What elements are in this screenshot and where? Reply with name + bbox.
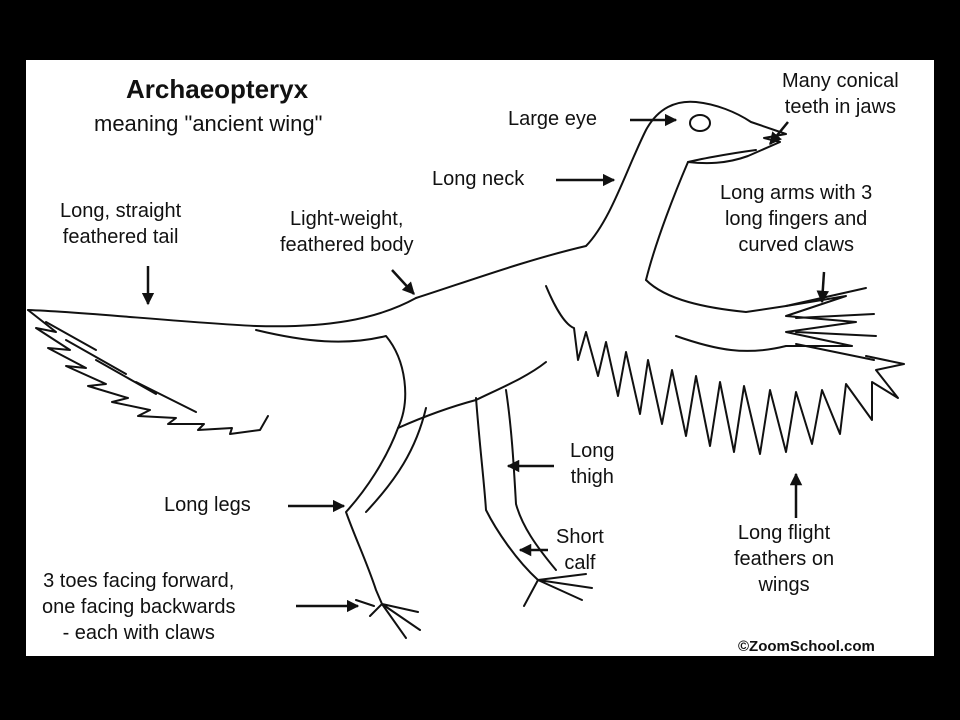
eye-icon <box>689 114 711 132</box>
label-toes: 3 toes facing forward, one facing backwa… <box>42 570 236 644</box>
credit-text: ©ZoomSchool.com <box>738 638 875 655</box>
label-legs: Long legs <box>164 494 251 516</box>
diagram-subtitle: meaning "ancient wing" <box>94 111 323 136</box>
tail-feathers <box>27 297 417 435</box>
label-neck: Long neck <box>432 168 525 190</box>
label-thigh: Long thigh <box>570 440 615 488</box>
diagram-title: Archaeopteryx <box>126 74 309 104</box>
label-flight-feathers: Long flight feathers on wings <box>734 522 835 596</box>
label-body: Light-weight, feathered body <box>280 208 414 256</box>
label-eye: Large eye <box>508 108 597 130</box>
label-teeth: Many conical teeth in jaws <box>782 70 899 118</box>
arm-and-claws <box>645 279 877 361</box>
label-arms: Long arms with 3 long fingers and curved… <box>720 182 873 256</box>
diagram-panel: Archaeopteryx meaning "ancient wing" Lon… <box>24 58 936 658</box>
wing-feathers <box>545 285 905 455</box>
legs <box>345 389 593 639</box>
label-tail: Long, straight feathered tail <box>60 200 182 248</box>
label-calf: Short calf <box>556 526 604 574</box>
body-outline <box>255 100 787 429</box>
